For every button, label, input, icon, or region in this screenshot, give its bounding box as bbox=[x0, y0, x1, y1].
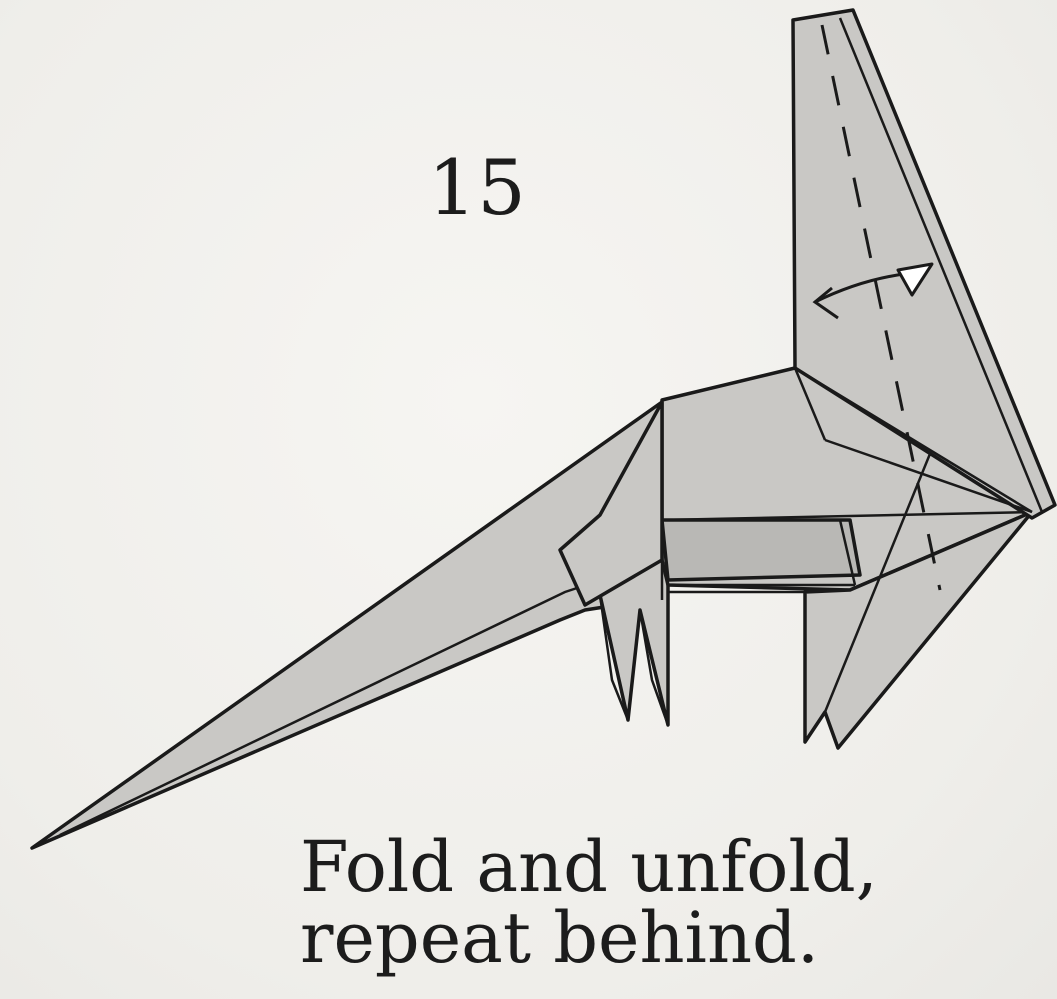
step-instruction: Fold and unfold, repeat behind. bbox=[300, 832, 878, 975]
model-tail bbox=[32, 402, 662, 848]
instruction-line-1: Fold and unfold, bbox=[300, 832, 878, 903]
step-number: 15 bbox=[428, 150, 527, 226]
instruction-line-2: repeat behind. bbox=[300, 903, 878, 974]
